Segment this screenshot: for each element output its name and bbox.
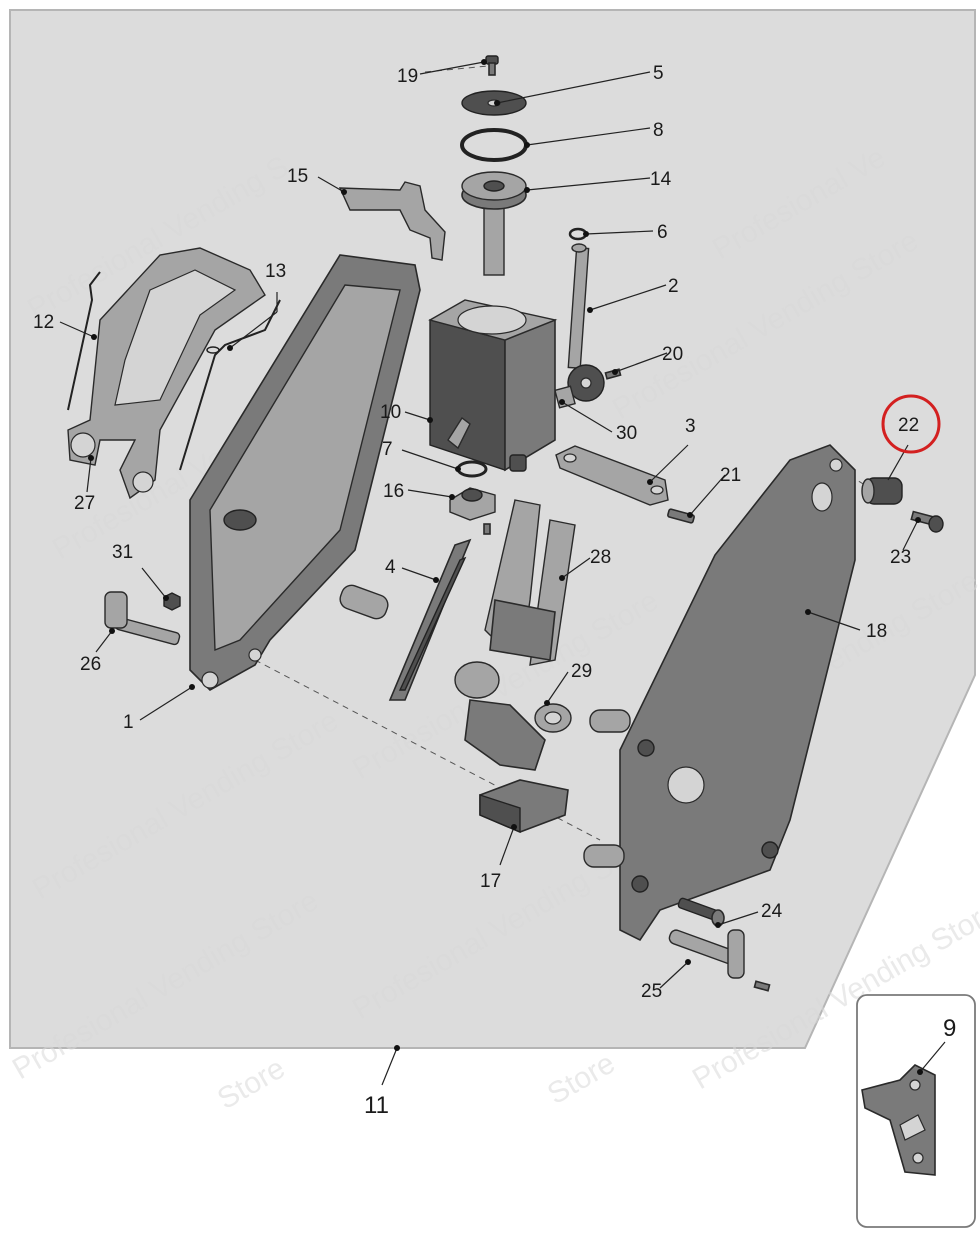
callout-15: 15 bbox=[287, 166, 308, 187]
part-12-spring-wire bbox=[67, 271, 101, 411]
callout-12: 12 bbox=[33, 312, 54, 333]
part-22-bushing bbox=[861, 477, 903, 505]
callout-8: 8 bbox=[653, 120, 664, 141]
part-10-brew-chamber bbox=[428, 299, 558, 472]
part-3-lever bbox=[555, 445, 669, 506]
callout-31: 31 bbox=[112, 542, 133, 563]
callout-23: 23 bbox=[890, 547, 911, 568]
part-2-crank-pin bbox=[567, 243, 605, 402]
callout-14: 14 bbox=[650, 169, 672, 190]
callout-28: 28 bbox=[590, 547, 611, 568]
callout-27: 27 bbox=[74, 493, 95, 514]
callout-21: 21 bbox=[720, 465, 741, 486]
callout-13: 13 bbox=[265, 261, 286, 282]
callout-24: 24 bbox=[761, 901, 783, 922]
part-16-fitting bbox=[449, 487, 496, 535]
callout-20: 20 bbox=[662, 344, 683, 365]
callout-3: 3 bbox=[685, 416, 696, 437]
callout-30: 30 bbox=[616, 423, 637, 444]
part-27-yoke bbox=[67, 247, 266, 500]
callout-5: 5 bbox=[653, 63, 664, 84]
callout-16: 16 bbox=[383, 481, 404, 502]
callout-labels: 19 5 8 14 15 6 2 20 30 3 21 22 23 18 10 … bbox=[33, 63, 956, 1119]
part-1-side-plate bbox=[189, 254, 421, 691]
part-15-bracket bbox=[338, 181, 446, 261]
callout-6: 6 bbox=[657, 222, 668, 243]
part-18-side-plate bbox=[583, 444, 856, 942]
part-28-fork bbox=[484, 499, 576, 666]
leader-lines bbox=[59, 61, 946, 1086]
part-21-pin bbox=[667, 508, 695, 524]
callout-1: 1 bbox=[123, 712, 134, 733]
callout-29: 29 bbox=[571, 661, 592, 682]
callout-4: 4 bbox=[385, 557, 396, 578]
callout-25: 25 bbox=[641, 981, 662, 1002]
callout-11: 11 bbox=[364, 1092, 389, 1119]
watermark-text: Store bbox=[212, 1052, 291, 1116]
part-24-bolt bbox=[677, 897, 725, 927]
part-17-block bbox=[479, 779, 569, 834]
inset-part-9 bbox=[856, 994, 976, 1228]
watermark-text: Store bbox=[542, 1047, 621, 1111]
part-25-lever-pin bbox=[668, 929, 771, 992]
part-4-rack bbox=[388, 538, 472, 701]
callout-9: 9 bbox=[943, 1015, 956, 1042]
callout-19: 19 bbox=[397, 66, 418, 87]
callout-2: 2 bbox=[668, 276, 679, 297]
callout-18: 18 bbox=[866, 621, 887, 642]
callout-10: 10 bbox=[380, 402, 401, 423]
callout-26: 26 bbox=[80, 654, 101, 675]
callout-22: 22 bbox=[898, 415, 919, 436]
callout-7: 7 bbox=[382, 439, 393, 460]
part-23-screw bbox=[910, 510, 944, 533]
highlight-circle bbox=[881, 394, 941, 454]
part-14-piston bbox=[461, 171, 527, 276]
leader-dots bbox=[88, 59, 923, 1075]
callout-17: 17 bbox=[480, 871, 501, 892]
part-26-cam-pin bbox=[104, 591, 181, 646]
part-29-cam bbox=[454, 661, 572, 771]
part-13-clip bbox=[179, 299, 281, 471]
